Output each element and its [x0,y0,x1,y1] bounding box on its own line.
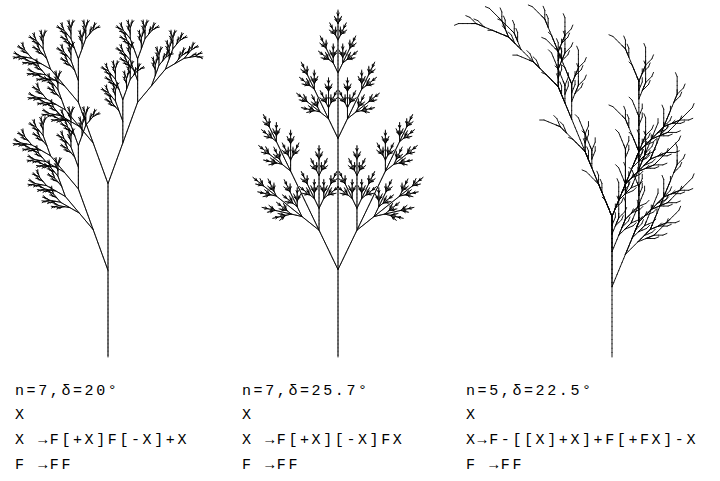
plant-drawing [253,10,423,357]
plant-drawing [13,20,203,357]
production-text: X [466,407,478,425]
production-text: F →FF [242,457,300,475]
parameter-text: n=5,δ=22.5° [466,383,594,401]
production-text: X →F[+X]F[-X]+X [15,432,189,450]
production-text: X→F-[[X]+X]+F[+FX]-X [466,432,698,450]
plant-drawing [454,5,694,357]
production-text: X [15,407,27,425]
production-text: X [242,407,254,425]
parameter-text: n=7,δ=20° [15,383,119,401]
production-text: F →FF [15,457,73,475]
production-text: F →FF [466,457,524,475]
parameter-text: n=7,δ=25.7° [242,383,370,401]
production-text: X →F[+X][-X]FX [242,432,404,450]
